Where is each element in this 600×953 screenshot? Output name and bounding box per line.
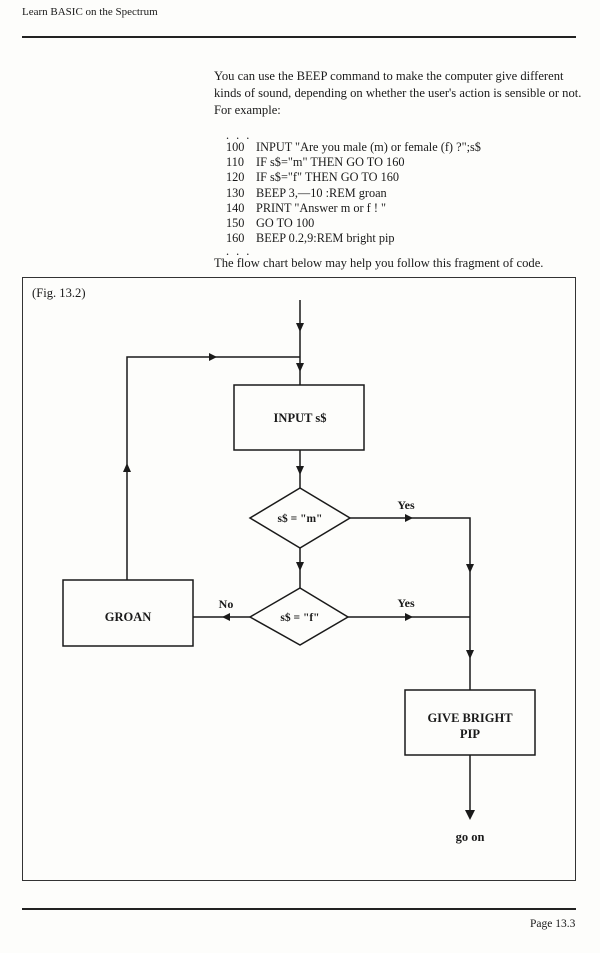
groan-box: [62, 579, 194, 647]
running-head: Learn BASIC on the Spectrum: [22, 6, 158, 18]
arrow-down-icon: [296, 466, 304, 475]
line-number: 150: [226, 216, 245, 231]
loop-right-arrow-icon: [209, 353, 217, 361]
line-text: BEEP 3,—10 :REM groan: [256, 185, 387, 200]
line-number: 110: [226, 155, 244, 170]
m-yes-arrow-icon: [405, 514, 413, 522]
code-line: 160 BEEP 0.2,9:REM bright pip: [226, 231, 481, 246]
loop-up-arrow-icon: [123, 463, 131, 472]
line-number: 120: [226, 170, 245, 185]
decision-f-label: s$ = "f": [280, 611, 319, 624]
m-yes-line: [350, 517, 471, 685]
m-yes-label: Yes: [397, 498, 415, 512]
decision-f-diamond: [248, 587, 350, 646]
footer-rule: [22, 908, 576, 910]
input-box: [233, 384, 365, 451]
groan-box-label: GROAN: [105, 610, 152, 624]
code-line: 110 IF s$="m" THEN GO TO 160: [226, 155, 481, 170]
code-ellipsis-after: . . .: [226, 244, 252, 259]
code-line: 130 BEEP 3,—10 :REM groan: [226, 186, 481, 201]
f-no-arrow-icon: [222, 613, 230, 621]
figure-label: (Fig. 13.2): [32, 286, 86, 300]
code-line: 140 PRINT "Answer m or f ! ": [226, 201, 481, 216]
intro-paragraph: You can use the BEEP command to make the…: [214, 69, 582, 117]
code-line: 150 GO TO 100: [226, 216, 481, 231]
pip-box-label-2: PIP: [460, 727, 481, 741]
line-number: 130: [226, 185, 245, 200]
entry-arrow-icon: [296, 323, 304, 332]
merge-arrow-icon: [296, 363, 304, 372]
f-yes-arrow-icon: [405, 613, 413, 621]
exit-label: go on: [456, 830, 485, 844]
f-yes-label: Yes: [397, 596, 415, 610]
line-number: 140: [226, 200, 245, 215]
line-text: IF s$="m" THEN GO TO 160: [256, 155, 405, 170]
loop-back-line: [126, 356, 300, 580]
header-rule: [22, 36, 576, 38]
line-text: BEEP 0.2,9:REM bright pip: [256, 231, 395, 246]
exit-arrow-icon: [465, 810, 475, 820]
decision-m-label: s$ = "m": [278, 512, 323, 525]
page-number: Page 13.3: [530, 918, 576, 930]
right-down-arrow-icon: [466, 564, 474, 573]
pip-arrow-icon: [466, 650, 474, 659]
code-listing: . . . 100 INPUT "Are you male (m) or fema…: [226, 128, 481, 259]
line-number: 160: [226, 231, 245, 246]
line-number: 100: [226, 140, 245, 154]
code-line: 120 IF s$="f" THEN GO TO 160: [226, 170, 481, 185]
code-ellipsis-before: . . .: [226, 128, 252, 142]
caption-sentence: The flow chart below may help you follow…: [214, 256, 544, 270]
code-line: 100 INPUT "Are you male (m) or female (f)…: [226, 140, 481, 155]
line-text: IF s$="f" THEN GO TO 160: [256, 170, 400, 185]
f-no-label: No: [219, 597, 234, 611]
line-text: INPUT "Are you male (m) or female (f) ?"…: [256, 140, 481, 154]
input-box-label: INPUT s$: [274, 411, 327, 425]
line-text: PRINT "Answer m or f ! ": [256, 200, 387, 215]
pip-box-label-1: GIVE BRIGHT: [427, 711, 513, 725]
figure-frame: [22, 277, 576, 881]
line-text: GO TO 100: [256, 216, 315, 231]
m-no-arrow-icon: [296, 562, 304, 571]
